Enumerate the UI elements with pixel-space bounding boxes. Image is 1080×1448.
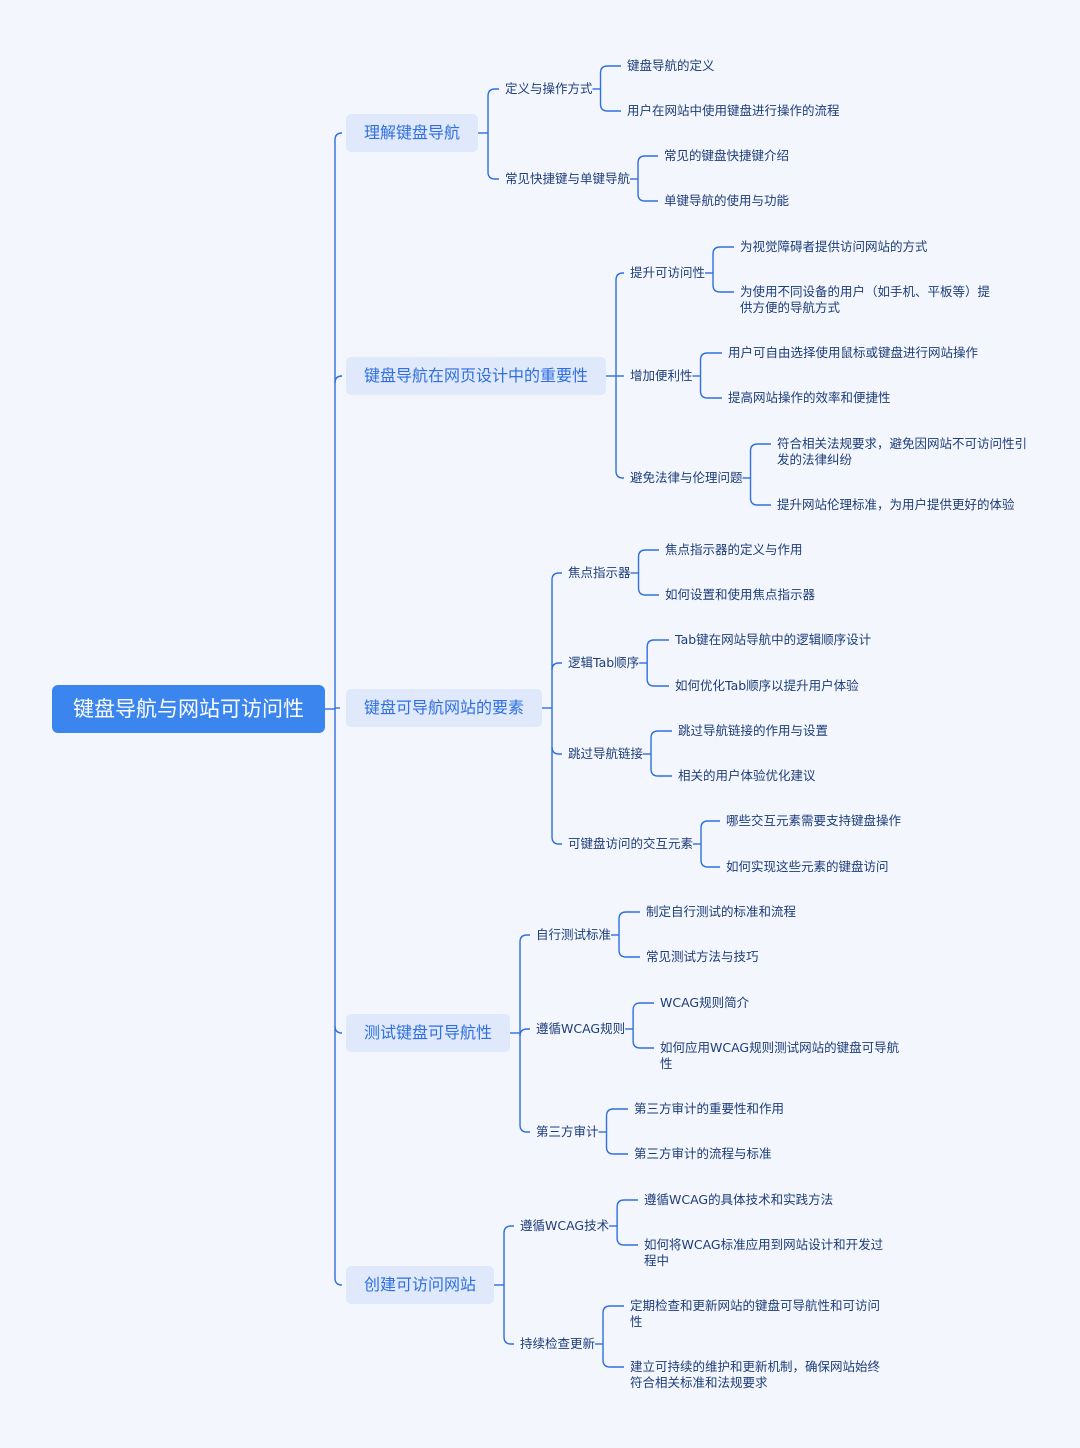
leaf-node[interactable]: 如何实现这些元素的键盘访问 [726,859,889,874]
leaf-node[interactable]: 焦点指示器的定义与作用 [665,542,803,557]
connector-line [637,155,658,164]
leaf-node[interactable]: 第三方审计的流程与标准 [634,1146,772,1161]
connector-line [700,820,720,829]
connector-line [334,132,343,141]
connector-line [616,1199,638,1208]
leaf-node[interactable]: 第三方审计的重要性和作用 [634,1101,785,1116]
connector-line [615,470,624,479]
root-topic[interactable]: 键盘导航与网站可访问性 [52,685,325,733]
subtopic-wcag-rules[interactable]: 遵循WCAG规则 [536,1021,626,1036]
connector-line [650,768,672,777]
connector-line [712,246,734,255]
connector-line [699,390,722,399]
connector-line [551,662,562,671]
leaf-node[interactable]: 如何优化Tab顺序以提升用户体验 [675,678,859,693]
connector-line [503,1336,514,1345]
connector-line [646,678,669,687]
connector-line [699,352,722,361]
leaf-node[interactable]: 提升网站伦理标准，为用户提供更好的体验 [777,497,1015,512]
subtopic-legal-ethics[interactable]: 避免法律与伦理问题 [630,470,743,485]
connector-line [551,746,562,755]
connector-line [551,836,562,845]
connector-line [599,103,621,112]
subtopic-wcag-tech[interactable]: 遵循WCAG技术 [520,1218,610,1233]
connector-line [637,549,659,558]
leaf-node[interactable]: 常见测试方法与技巧 [646,949,759,964]
connector-line [519,1028,530,1037]
connector-line [605,1108,628,1117]
connector-line [334,1277,343,1286]
leaf-node[interactable]: 用户可自由选择使用鼠标或键盘进行网站操作 [728,345,979,360]
leaf-node[interactable]: Tab键在网站导航中的逻辑顺序设计 [675,632,872,647]
connector-line [700,859,720,868]
connector-line [637,193,658,202]
leaf-node[interactable]: 建立可持续的维护和更新机制，确保网站始终符合相关标准和法规要求 [630,1359,881,1390]
connector-line [503,1225,514,1234]
connector-line [334,1025,343,1034]
connector-line [519,1124,530,1133]
connector-line [487,88,499,97]
leaf-node[interactable]: 单键导航的使用与功能 [664,193,790,208]
connector-line [618,911,640,920]
leaf-node[interactable]: 制定自行测试的标准和流程 [646,904,797,919]
subtopic-interactive-elements[interactable]: 可键盘访问的交互元素 [568,836,694,851]
connector-line [637,587,659,596]
leaf-node[interactable]: 如何应用WCAG规则测试网站的键盘可导航性 [660,1040,900,1071]
leaf-node[interactable]: 符合相关法规要求，避免因网站不可访问性引发的法律纠纷 [777,436,1028,467]
leaf-node[interactable]: 哪些交互元素需要支持键盘操作 [726,813,902,828]
leaf-node[interactable]: 跳过导航链接的作用与设置 [678,723,829,738]
leaf-node[interactable]: 定期检查和更新网站的键盘可导航性和可访问性 [630,1298,881,1329]
connector-line [334,375,343,384]
subtopic-continuous-update[interactable]: 持续检查更新 [520,1336,596,1351]
leaf-node[interactable]: 键盘导航的定义 [627,58,715,73]
connector-line [615,272,624,281]
connector-line [602,1305,624,1314]
subtopic-shortcuts[interactable]: 常见快捷键与单键导航 [505,171,631,186]
leaf-node[interactable]: 如何将WCAG标准应用到网站设计和开发过程中 [644,1237,884,1268]
connector-line [712,284,734,293]
connector-line [551,572,562,581]
leaf-node[interactable]: 用户在网站中使用键盘进行操作的流程 [627,103,840,118]
subtopic-third-party-audit[interactable]: 第三方审计 [536,1124,599,1139]
connector-line [605,1146,628,1155]
connector-line [487,171,499,180]
connector-line [650,730,672,739]
topic-create-accessible[interactable]: 创建可访问网站 [346,1266,495,1304]
topic-elements[interactable]: 键盘可导航网站的要素 [346,689,543,727]
connector-line [519,934,530,943]
leaf-node[interactable]: 如何设置和使用焦点指示器 [665,587,816,602]
connector-line [632,1040,654,1049]
connector-line [646,639,669,648]
subtopic-accessibility[interactable]: 提升可访问性 [630,265,706,280]
connector-line [749,497,771,506]
leaf-node[interactable]: 常见的键盘快捷键介绍 [664,148,790,163]
connector-line [749,443,771,452]
topic-importance[interactable]: 键盘导航在网页设计中的重要性 [346,357,607,395]
connector-line [618,949,640,958]
connector-line [632,1002,654,1011]
leaf-node[interactable]: 为使用不同设备的用户（如手机、平板等）提供方便的导航方式 [740,284,991,315]
connector-line [602,1359,624,1368]
topic-understand-keyboard-nav[interactable]: 理解键盘导航 [346,114,479,152]
subtopic-tab-order[interactable]: 逻辑Tab顺序 [568,655,640,670]
leaf-node[interactable]: 为视觉障碍者提供访问网站的方式 [740,239,928,254]
subtopic-self-test[interactable]: 自行测试标准 [536,927,612,942]
connector-line [616,1237,638,1246]
subtopic-definition[interactable]: 定义与操作方式 [505,81,593,96]
leaf-node[interactable]: 相关的用户体验优化建议 [678,768,816,783]
leaf-node[interactable]: 提高网站操作的效率和便捷性 [728,390,891,405]
leaf-node[interactable]: WCAG规则简介 [660,995,750,1010]
topic-testing[interactable]: 测试键盘可导航性 [346,1014,511,1052]
leaf-node[interactable]: 遵循WCAG的具体技术和实践方法 [644,1192,834,1207]
subtopic-skip-links[interactable]: 跳过导航链接 [568,746,644,761]
subtopic-focus-indicator[interactable]: 焦点指示器 [568,565,631,580]
subtopic-convenience[interactable]: 增加便利性 [630,368,693,383]
connector-line [599,65,621,74]
